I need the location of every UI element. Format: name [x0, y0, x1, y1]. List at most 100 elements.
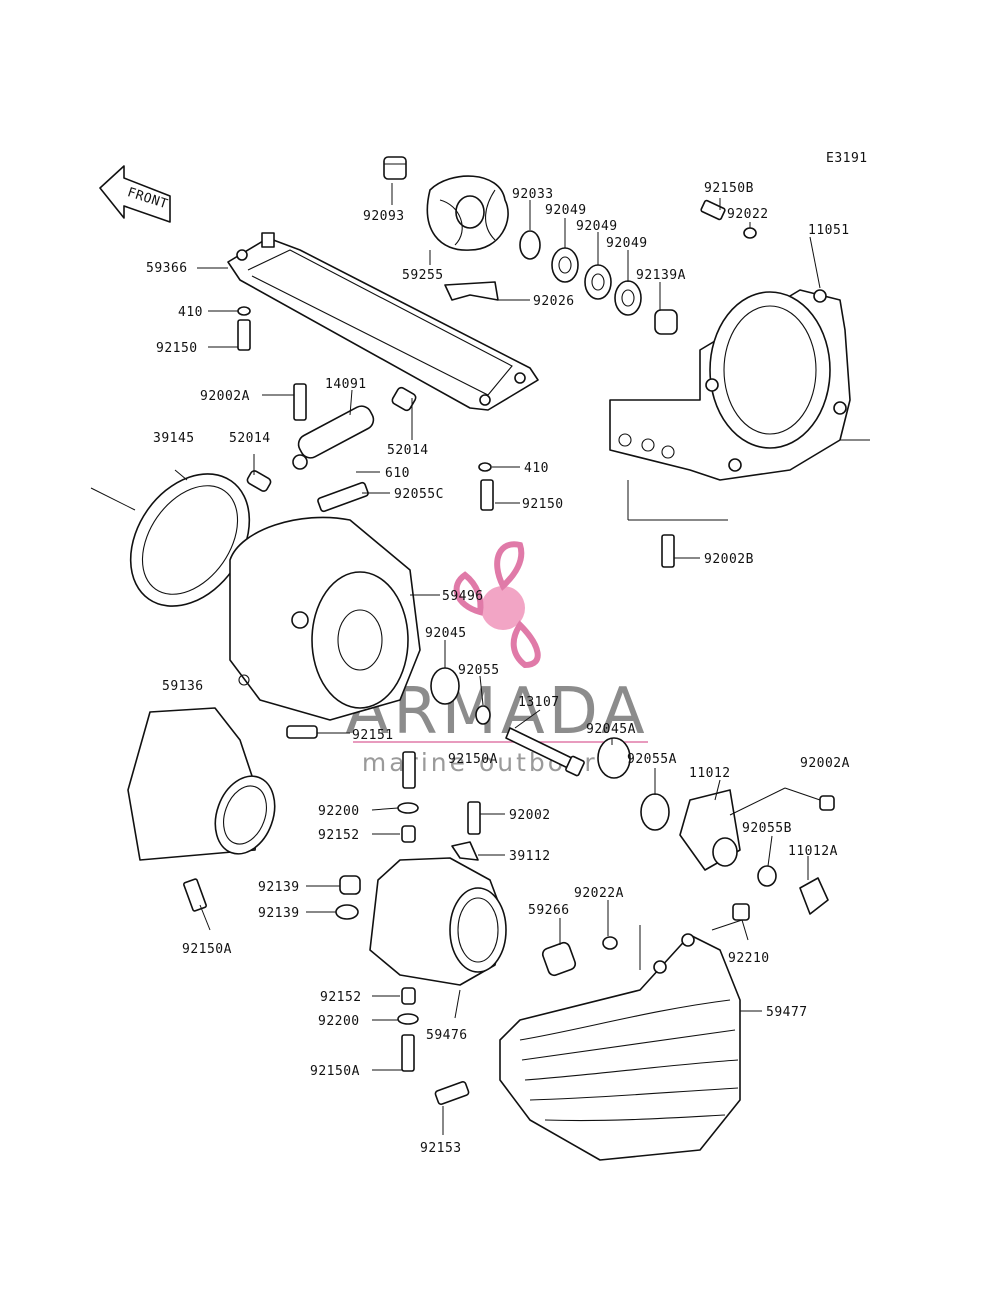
washer-92022: [743, 227, 757, 239]
callout-label: 92022: [727, 207, 769, 222]
callout-label: 11012: [689, 766, 731, 781]
plug-92210: [732, 903, 750, 921]
front-arrow-icon: FRONT: [99, 165, 171, 223]
callout-label: 52014: [229, 431, 271, 446]
pump-housing-11051: [609, 289, 851, 481]
callout-label: 92200: [318, 1014, 360, 1029]
callout-label: 92045: [425, 626, 467, 641]
washer-92200-top: [397, 802, 419, 814]
callout-label: 92150: [522, 497, 564, 512]
cap-11012a: [799, 877, 829, 915]
callout-label: 92210: [728, 951, 770, 966]
drain-59266: [541, 941, 577, 977]
callout-label: 59476: [426, 1028, 468, 1043]
callout-label: 92093: [363, 209, 405, 224]
callout-label: 52014: [387, 443, 429, 458]
callout-label: 59477: [766, 1005, 808, 1020]
lever-39112: [451, 841, 479, 861]
callout-label: 59255: [402, 268, 444, 283]
callout-label: 92055B: [742, 821, 792, 836]
callout-label: 92150A: [182, 942, 232, 957]
bearing-92049-c: [614, 280, 642, 316]
callout-label: 92200: [318, 804, 360, 819]
cap-92093: [383, 156, 407, 180]
plate-92026: [444, 281, 499, 301]
callout-label: 92055: [458, 663, 500, 678]
callout-label: 59496: [442, 589, 484, 604]
callout-label: 92055C: [394, 487, 444, 502]
shaft-13107: [505, 727, 585, 777]
callout-label: 92150A: [448, 752, 498, 767]
washer-92022a: [602, 936, 618, 950]
nozzle-59136: [127, 707, 276, 861]
callout-label: 410: [524, 461, 549, 476]
washer-92200-bottom: [397, 1013, 419, 1025]
collar-92152-bottom: [401, 987, 416, 1005]
steering-nozzle-59476: [369, 857, 507, 986]
callout-label: 92055A: [627, 752, 677, 767]
callout-label: 92002A: [200, 389, 250, 404]
bolt-92151: [286, 725, 318, 739]
callout-label: 39112: [509, 849, 551, 864]
diagram-code: E3191: [826, 151, 868, 166]
bearing-92045: [430, 667, 460, 705]
callout-label: 410: [178, 305, 203, 320]
o-ring-92055: [475, 705, 491, 725]
callout-label: 92002B: [704, 552, 754, 567]
ride-plate: [227, 232, 539, 411]
callout-label: 610: [385, 466, 410, 481]
o-ring-92055a: [640, 793, 670, 831]
reverse-bucket-59477: [499, 933, 741, 1161]
bushing-92139a: [654, 309, 678, 335]
callout-label: 92033: [512, 187, 554, 202]
washer-410-mid: [478, 462, 492, 472]
washer-410-left: [237, 306, 251, 316]
bushing-92139-b: [335, 904, 359, 920]
bolt-92002a-left: [293, 383, 307, 421]
callout-label: 14091: [325, 377, 367, 392]
callout-label: 92049: [606, 236, 648, 251]
o-ring-92055b: [757, 865, 777, 887]
leader-lines: [90, 183, 870, 1135]
pump-bowl-59496: [229, 516, 421, 721]
callout-label: 92022A: [574, 886, 624, 901]
callout-label: 59266: [528, 903, 570, 918]
callout-label: 59366: [146, 261, 188, 276]
callout-label: 92153: [420, 1141, 462, 1156]
impeller: [426, 175, 509, 251]
bearing-92045a: [597, 737, 631, 779]
bolt-92150a-top: [402, 751, 416, 789]
callout-labels: 92093 92033 92049 92049 92049 92150B 920…: [146, 181, 850, 1156]
valve-14091: [246, 386, 417, 513]
callout-label: 92150: [156, 341, 198, 356]
callout-label: 92002: [509, 808, 551, 823]
bearing-92049-a: [551, 247, 579, 283]
bushing-92139-a: [339, 875, 361, 895]
callout-label: 92002A: [800, 756, 850, 771]
callout-label: 92045A: [586, 722, 636, 737]
callout-label: 92152: [320, 990, 362, 1005]
callout-label: 92049: [576, 219, 618, 234]
bolt-92153: [434, 1080, 470, 1106]
o-ring-92033: [519, 230, 541, 260]
bolt-92150-left: [237, 319, 251, 351]
callout-label: 11051: [808, 223, 850, 238]
callout-label: 11012A: [788, 844, 838, 859]
callout-label: 59136: [162, 679, 204, 694]
callout-label: 92152: [318, 828, 360, 843]
callout-label: 92150A: [310, 1064, 360, 1079]
bolt-92150a-bottom: [401, 1034, 415, 1072]
callout-label: 92139: [258, 906, 300, 921]
bolt-92002: [467, 801, 481, 835]
callout-label: 92049: [545, 203, 587, 218]
callout-label: 92151: [352, 728, 394, 743]
bearing-92049-b: [584, 264, 612, 300]
collar-92152-top: [401, 825, 416, 843]
bolt-92002b: [661, 534, 675, 568]
callout-label: 92139: [258, 880, 300, 895]
callout-label: 92139A: [636, 268, 686, 283]
bolt-92150a-left: [183, 878, 207, 912]
callout-label: 13107: [518, 695, 560, 710]
cap-11012: [679, 789, 741, 871]
